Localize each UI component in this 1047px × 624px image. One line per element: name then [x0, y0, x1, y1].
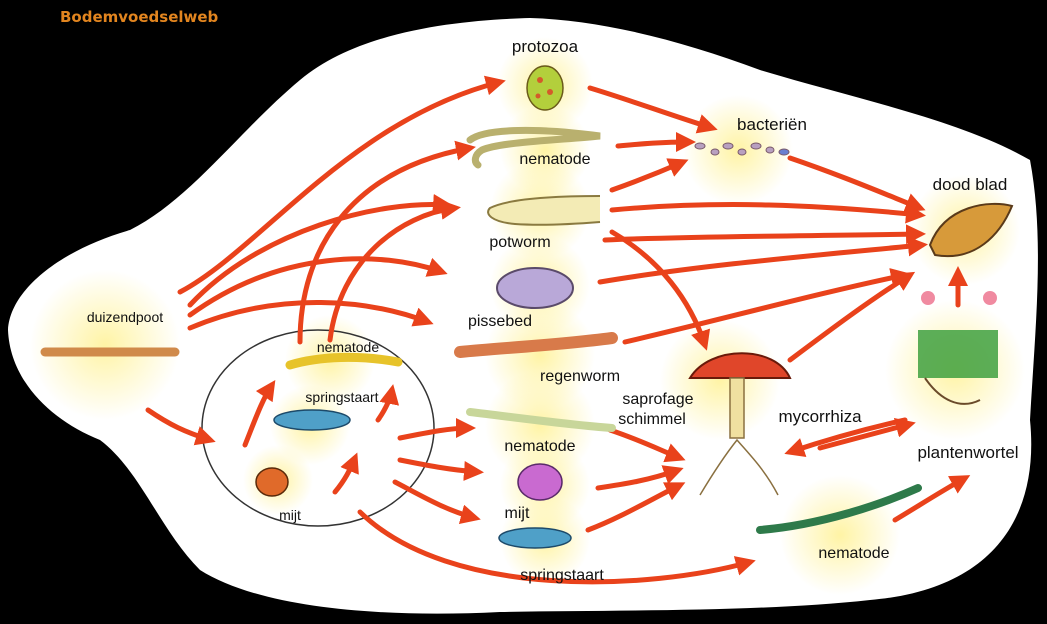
mijt-group-icon — [256, 468, 288, 496]
label-plantenwortel: plantenwortel — [917, 443, 1018, 462]
label-dood-blad: dood blad — [933, 175, 1008, 194]
label-nematode-group: nematode — [317, 339, 379, 355]
label-potworm: potworm — [489, 234, 550, 251]
label-springstaart-group: springstaart — [305, 389, 378, 405]
label-saprofage: saprofage — [622, 391, 693, 408]
label-schimmel: schimmel — [618, 411, 686, 428]
protozoa-icon — [527, 66, 563, 110]
label-springstaart-bottom: springstaart — [520, 567, 604, 584]
label-nematode-mid: nematode — [504, 438, 575, 455]
label-nematode-top: nematode — [519, 151, 590, 168]
label-pissebed: pissebed — [468, 313, 532, 330]
label-nematode-bottom: nematode — [818, 545, 889, 562]
label-mijt-bottom: mijt — [505, 505, 530, 522]
label-regenworm: regenworm — [540, 368, 620, 385]
label-duizendpoot: duizendpoot — [87, 309, 163, 325]
pissebed-icon — [497, 268, 573, 308]
springstaart-group-icon — [274, 410, 350, 430]
springstaart-bottom-icon — [499, 528, 571, 548]
label-mijt-group: mijt — [279, 507, 301, 523]
label-bacterien: bacteriën — [737, 115, 807, 134]
label-mycorrhiza: mycorrhiza — [778, 407, 862, 426]
mijt-bottom-icon — [518, 464, 562, 500]
label-protozoa: protozoa — [512, 37, 579, 56]
